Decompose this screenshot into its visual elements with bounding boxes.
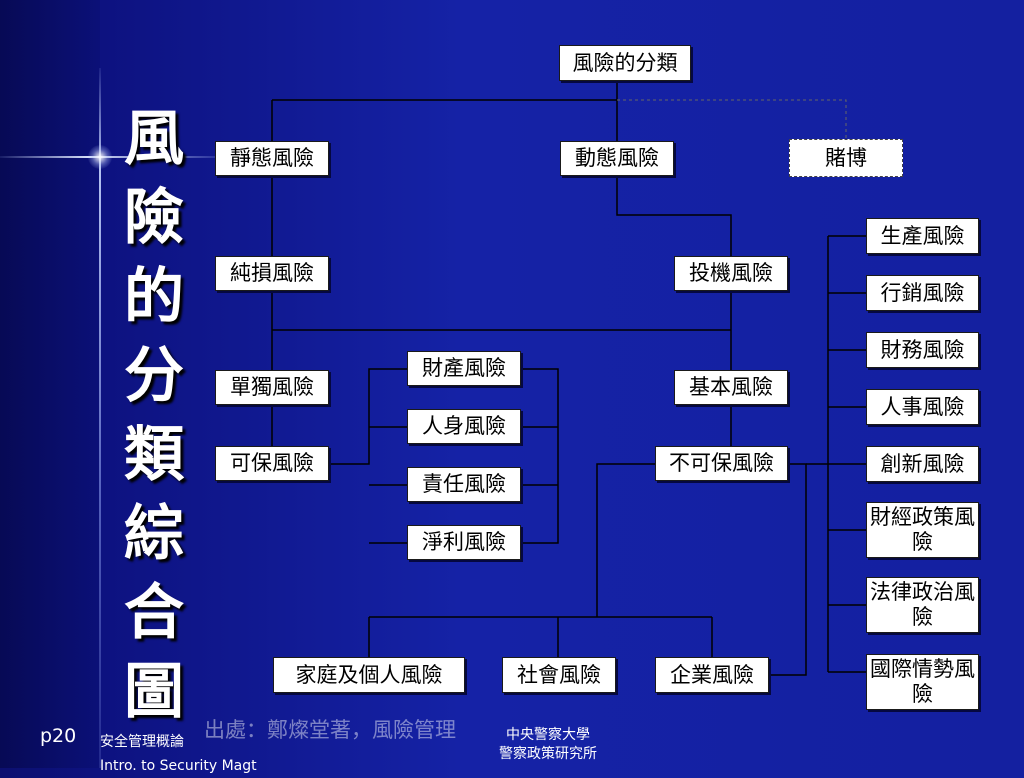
decorative-star-glow: [88, 145, 112, 169]
connector-gambling-dashed: [617, 99, 847, 141]
course-name-en: Intro. to Security Magt: [100, 758, 257, 774]
connector-uninsurable-bracket: [596, 463, 656, 617]
node-marketing-risk: 行銷風險: [866, 275, 979, 311]
node-production-risk: 生產風險: [866, 218, 979, 254]
node-personal-risk: 人身風險: [407, 409, 521, 444]
course-name-zh: 安全管理概論: [100, 734, 184, 750]
node-fundamental-risk: 基本風險: [674, 370, 788, 405]
decorative-vertical-line: [99, 68, 101, 768]
node-legal-political-risk: 法律政治風險: [866, 577, 979, 633]
node-uninsurable-risk: 不可保風險: [655, 446, 788, 481]
institution: 中央警察大學 警察政策研究所: [486, 726, 610, 764]
node-individual-risk: 單獨風險: [215, 370, 329, 405]
node-gambling: 賭博: [789, 139, 903, 177]
slide-title: 風險的分類綜合圖: [124, 104, 184, 727]
node-hr-risk: 人事風險: [866, 389, 979, 425]
page-number: p20: [40, 725, 77, 747]
node-speculative-risk: 投機風險: [674, 256, 788, 291]
node-insurable-risk: 可保風險: [215, 446, 329, 481]
node-international-risk: 國際情勢風險: [866, 654, 979, 710]
node-fiscal-policy-risk: 財經政策風險: [866, 502, 979, 558]
node-family-risk: 家庭及個人風險: [273, 657, 465, 693]
connector-right-bracket: [520, 368, 559, 544]
left-band: [0, 0, 100, 768]
node-dynamic-risk: 動態風險: [560, 141, 674, 176]
node-social-risk: 社會風險: [502, 657, 616, 693]
source-citation: 出處：鄭燦堂著，風險管理: [204, 718, 456, 742]
node-static-risk: 靜態風險: [215, 141, 329, 176]
node-root: 風險的分類: [559, 45, 691, 81]
connector-insurable-bracket: [327, 368, 407, 465]
node-pure-risk: 純損風險: [215, 256, 329, 291]
node-net-income-risk: 淨利風險: [407, 525, 521, 560]
node-liability-risk: 責任風險: [407, 467, 521, 502]
institution-line1: 中央警察大學: [506, 727, 590, 743]
connector-dynamic-speculative: [616, 176, 732, 256]
institution-line2: 警察政策研究所: [499, 746, 597, 762]
connector-enterprise-right: [768, 463, 807, 676]
node-innovation-risk: 創新風險: [866, 446, 979, 482]
node-enterprise-risk: 企業風險: [655, 657, 769, 693]
node-property-risk: 財產風險: [407, 351, 521, 386]
node-finance-risk: 財務風險: [866, 332, 979, 368]
